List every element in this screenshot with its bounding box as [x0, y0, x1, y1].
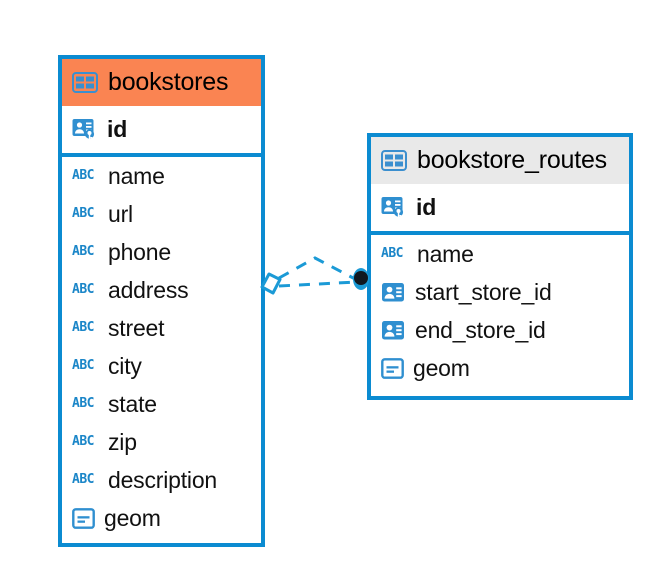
- field-label-primary-key: id: [107, 116, 128, 142]
- field-label-name: name: [417, 240, 474, 267]
- field-row-primary-key[interactable]: id: [62, 106, 261, 153]
- field-row-description[interactable]: ABC description: [62, 461, 261, 499]
- field-list-bookstore-routes: ABC name start_store_id: [371, 235, 629, 387]
- entity-header-bookstores[interactable]: bookstores: [62, 59, 261, 106]
- entity-title-bookstores: bookstores: [108, 68, 229, 96]
- entity-table-bookstore-routes[interactable]: bookstore_routes id ABC name: [367, 133, 633, 400]
- relationship-line-lower: [278, 280, 358, 288]
- field-label-url: url: [108, 200, 133, 227]
- field-label-geom: geom: [413, 354, 470, 381]
- field-row-address[interactable]: ABC address: [62, 271, 261, 309]
- text-type-icon: ABC: [72, 168, 94, 183]
- relationship-connector[interactable]: [255, 248, 380, 310]
- field-row-phone[interactable]: ABC phone: [62, 233, 261, 271]
- field-row-zip[interactable]: ABC zip: [62, 423, 261, 461]
- table-icon: [72, 72, 98, 93]
- field-label-street: street: [108, 314, 165, 341]
- text-type-icon: ABC: [72, 282, 94, 297]
- text-type-icon: ABC: [72, 206, 94, 221]
- field-label-city: city: [108, 352, 142, 379]
- field-row-end-store-id[interactable]: end_store_id: [371, 311, 629, 349]
- field-row-geom[interactable]: geom: [62, 499, 261, 537]
- field-row-name[interactable]: ABC name: [371, 235, 629, 273]
- relationship-line-upper: [278, 256, 358, 282]
- text-type-icon: ABC: [72, 320, 94, 335]
- field-label-description: description: [108, 466, 218, 493]
- text-type-icon: ABC: [72, 358, 94, 373]
- field-row-url[interactable]: ABC url: [62, 195, 261, 233]
- foreign-key-icon: [381, 281, 406, 304]
- table-icon: [381, 150, 407, 171]
- field-label-zip: zip: [108, 428, 137, 455]
- text-type-icon: ABC: [72, 434, 94, 449]
- primary-key-divider: [371, 231, 629, 235]
- text-type-icon: ABC: [72, 472, 94, 487]
- field-row-start-store-id[interactable]: start_store_id: [371, 273, 629, 311]
- primary-key-divider: [62, 153, 261, 157]
- text-type-icon: ABC: [72, 396, 94, 411]
- field-row-street[interactable]: ABC street: [62, 309, 261, 347]
- text-type-icon: ABC: [381, 246, 403, 261]
- text-type-icon: ABC: [72, 244, 94, 259]
- field-row-state[interactable]: ABC state: [62, 385, 261, 423]
- field-row-geom[interactable]: geom: [371, 349, 629, 387]
- entity-title-bookstore-routes: bookstore_routes: [417, 146, 607, 174]
- foreign-key-icon: [381, 319, 406, 342]
- field-row-city[interactable]: ABC city: [62, 347, 261, 385]
- field-label-end-store-id: end_store_id: [415, 316, 546, 343]
- field-label-start-store-id: start_store_id: [415, 278, 552, 305]
- field-label-address: address: [108, 276, 189, 303]
- entity-header-bookstore-routes[interactable]: bookstore_routes: [371, 137, 629, 184]
- field-list-bookstores: ABC name ABC url ABC phone ABC address A…: [62, 157, 261, 537]
- field-label-state: state: [108, 390, 157, 417]
- primary-key-icon: [72, 117, 98, 143]
- field-row-name[interactable]: ABC name: [62, 157, 261, 195]
- relationship-target-dot: [354, 271, 368, 285]
- field-label-phone: phone: [108, 238, 171, 265]
- entity-table-bookstores[interactable]: bookstores id ABC name ABC: [58, 55, 265, 547]
- field-label-geom: geom: [104, 504, 161, 531]
- field-label-primary-key: id: [416, 194, 437, 220]
- geometry-type-icon: [72, 507, 95, 529]
- field-label-name: name: [108, 162, 165, 189]
- primary-key-icon: [381, 195, 407, 221]
- geometry-type-icon: [381, 357, 404, 379]
- field-row-primary-key[interactable]: id: [371, 184, 629, 231]
